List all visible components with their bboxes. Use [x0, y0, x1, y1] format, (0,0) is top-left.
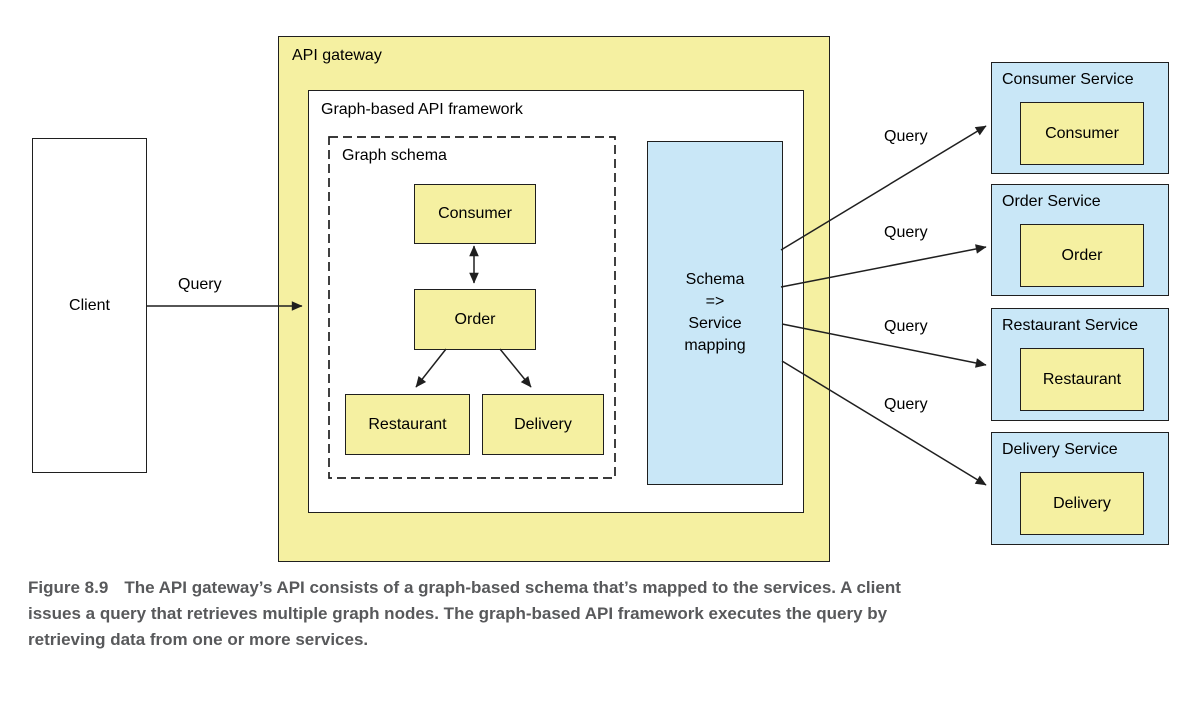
restaurant-service-node-label: Restaurant — [1042, 370, 1122, 388]
caption-line-1-text: The API gateway’s API consists of a grap… — [124, 578, 901, 597]
caption-line-2: issues a query that retrieves multiple g… — [28, 604, 888, 623]
order-service-node-label: Order — [1061, 246, 1103, 264]
client-box: Client — [32, 138, 147, 473]
consumer-service-node: Consumer — [1020, 102, 1144, 165]
order-service-box: Order Service Order — [991, 184, 1169, 296]
delivery-service-node: Delivery — [1020, 472, 1144, 535]
figure-number-label: Figure 8.9 — [28, 578, 109, 597]
caption-line-1: Figure 8.9 The API gateway’s API consists… — [28, 575, 1168, 601]
graph-framework-label: Graph-based API framework — [321, 101, 523, 118]
query-label-delivery-service: Query — [884, 396, 928, 413]
schema-node-restaurant: Restaurant — [345, 394, 470, 455]
graph-schema-label: Graph schema — [342, 147, 447, 164]
graph-schema-box: Graph schema Consumer Order Restaurant D… — [331, 139, 617, 480]
consumer-service-label: Consumer Service — [1002, 71, 1134, 88]
client-label: Client — [69, 296, 110, 314]
api-gateway-label: API gateway — [292, 47, 382, 64]
mapping-line-4: mapping — [684, 337, 746, 354]
mapping-line-3: Service — [688, 315, 742, 332]
restaurant-service-node: Restaurant — [1020, 348, 1144, 411]
query-label-order-service: Query — [884, 224, 928, 241]
schema-node-consumer-label: Consumer — [438, 205, 512, 222]
schema-service-mapping-box: Schema => Service mapping — [647, 141, 783, 485]
caption-line-3: retrieving data from one or more service… — [28, 630, 369, 649]
schema-node-order: Order — [414, 289, 536, 350]
schema-node-restaurant-label: Restaurant — [368, 415, 447, 433]
query-label-client: Query — [178, 276, 222, 293]
consumer-service-box: Consumer Service Consumer — [991, 62, 1169, 174]
delivery-service-node-label: Delivery — [1053, 494, 1111, 512]
order-service-node: Order — [1020, 224, 1144, 287]
graph-framework-box: Graph-based API framework Graph schema C… — [308, 90, 804, 513]
api-gateway-box: API gateway Graph-based API framework Gr… — [278, 36, 830, 562]
restaurant-service-label: Restaurant Service — [1002, 317, 1139, 334]
mapping-line-2: => — [705, 293, 725, 310]
schema-node-consumer: Consumer — [414, 184, 536, 244]
figure-caption: Figure 8.9 The API gateway’s API consists… — [28, 575, 1168, 653]
query-label-restaurant-service: Query — [884, 318, 928, 335]
delivery-service-label: Delivery Service — [1002, 441, 1118, 458]
query-label-consumer-service: Query — [884, 128, 928, 145]
consumer-service-node-label: Consumer — [1045, 124, 1119, 142]
mapping-line-1: Schema — [685, 271, 745, 288]
restaurant-service-box: Restaurant Service Restaurant — [991, 308, 1169, 421]
order-service-label: Order Service — [1002, 193, 1101, 210]
delivery-service-box: Delivery Service Delivery — [991, 432, 1169, 545]
schema-node-delivery-label: Delivery — [514, 415, 572, 433]
schema-node-order-label: Order — [454, 310, 496, 328]
schema-node-delivery: Delivery — [482, 394, 604, 455]
